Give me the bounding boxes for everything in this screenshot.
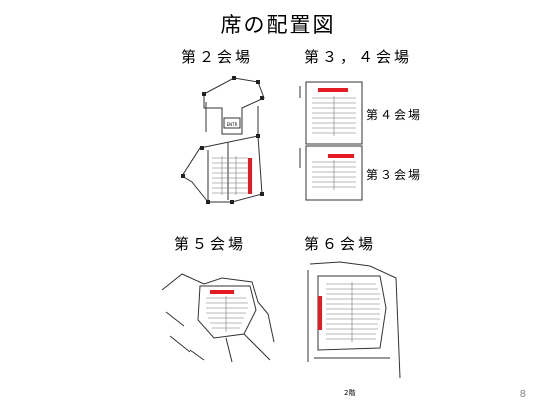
room6-label: 第６会場 [304, 235, 377, 253]
room6-stage [318, 296, 322, 330]
room5-stage [210, 290, 234, 294]
room34-floor-plan [299, 81, 363, 201]
room2-label: 第２会場 [181, 48, 254, 66]
room34-label: 第３，４会場 [304, 48, 413, 66]
room4-stage [318, 88, 348, 92]
room5-floor-plan [161, 273, 275, 363]
room2-inner-label-text: ENTR [227, 122, 238, 127]
room6-floor-caption: 2階 [344, 389, 356, 397]
room5-seat-rows [206, 296, 248, 332]
room6-seat-rows [326, 282, 380, 342]
page-number: 8 [519, 389, 526, 400]
room4-seat-rows [312, 96, 356, 136]
room3-stage [328, 154, 354, 158]
room3-seat-rows [312, 160, 356, 190]
room4-label: 第４会場 [366, 108, 423, 122]
page-title: 席の配置図 [220, 13, 336, 37]
room2-floor-plan: ENTR [181, 76, 265, 204]
room6-floor-plan [307, 261, 401, 379]
room2-inner-label: ENTR [227, 122, 238, 127]
room2-stage [248, 158, 252, 194]
room2-seat-rows [212, 156, 248, 195]
room3-label: 第３会場 [366, 168, 423, 182]
room5-label: 第５会場 [174, 235, 247, 253]
